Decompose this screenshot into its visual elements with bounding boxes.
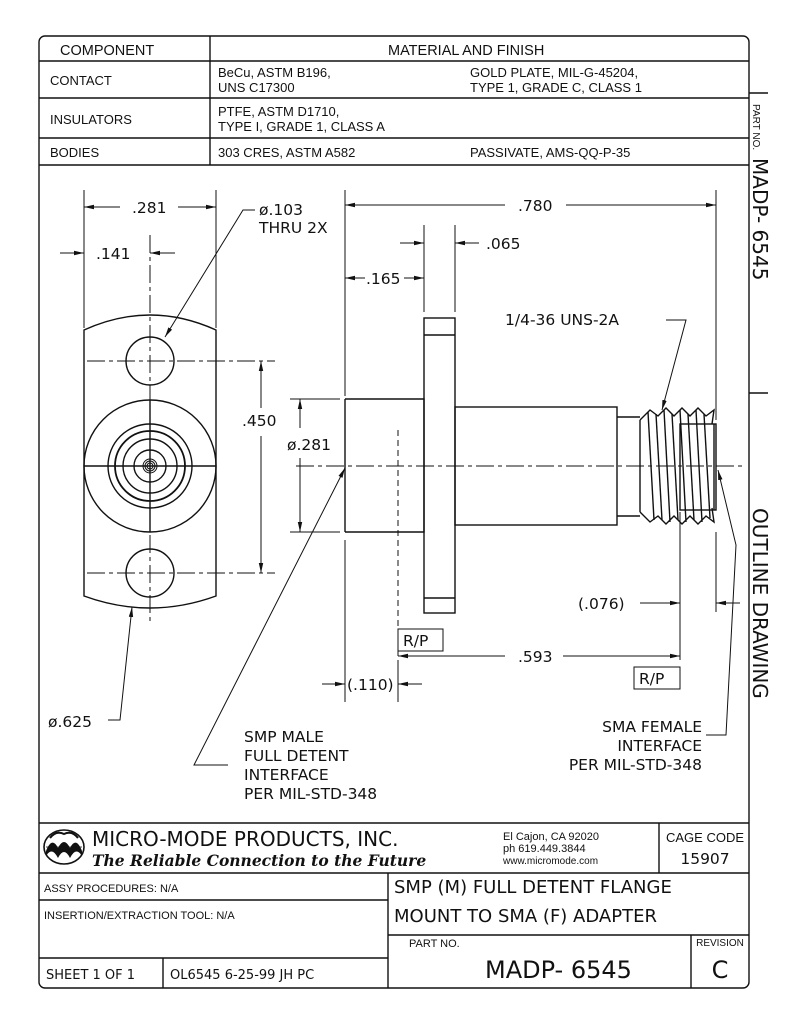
dim-hole-note: THRU 2X (258, 219, 328, 237)
side-part-no: MADP- 6545 (748, 158, 772, 280)
row-material-insulators-1: PTFE, ASTM D1710, (218, 104, 339, 119)
table-header-material-finish: MATERIAL AND FINISH (388, 43, 544, 59)
sma-note-line-1: SMA FEMALE (602, 718, 702, 736)
drawing-title-line-2: MOUNT TO SMA (F) ADAPTER (394, 906, 657, 927)
drawing-title-line-1: SMP (M) FULL DETENT FLANGE (394, 877, 672, 898)
company-website: www.micromode.com (502, 856, 598, 867)
dim-hole-spacing: .450 (242, 412, 277, 430)
row-finish-contact-1: GOLD PLATE, MIL-G-45204, (470, 65, 638, 80)
smp-note-line-2: FULL DETENT (244, 747, 349, 765)
company-name: MICRO-MODE PRODUCTS, INC. (92, 827, 398, 851)
materials-table: COMPONENT MATERIAL AND FINISH CONTACT Be… (39, 36, 749, 166)
side-drawing-type: OUTLINE DRAWING (748, 508, 772, 699)
sheet-number: SHEET 1 OF 1 (46, 968, 135, 983)
smp-interface-note: SMP MALE FULL DETENT INTERFACE PER MIL-S… (244, 728, 377, 803)
ref-plane-label-right: R/P (639, 670, 664, 688)
dim-thread-spec: 1/4-36 UNS-2A (505, 311, 619, 329)
dim-flange-thickness: .065 (486, 235, 521, 253)
thread-profile-bottom (639, 507, 715, 525)
title-part-no-label: PART NO. (409, 938, 460, 950)
smp-note-line-3: INTERFACE (244, 766, 329, 784)
sma-note-line-2: INTERFACE (617, 737, 702, 755)
side-view (296, 317, 742, 660)
dim-hole-offset: .141 (96, 245, 131, 263)
title-part-no: MADP- 6545 (485, 956, 632, 984)
table-header-component: COMPONENT (60, 43, 154, 59)
row-component-bodies: BODIES (50, 145, 99, 160)
dim-sma-ref: (.076) (578, 595, 625, 613)
company-address: El Cajon, CA 92020 (503, 831, 599, 843)
row-material-insulators-2: TYPE I, GRADE 1, CLASS A (218, 119, 385, 134)
dim-hole-dia: ø.103 (259, 201, 303, 219)
sma-note-line-3: PER MIL-STD-348 (569, 756, 702, 774)
company-tagline: The Reliable Connection to the Future (92, 851, 426, 870)
ref-plane-box-right (633, 666, 681, 690)
drawing-info: OL6545 6-25-99 JH PC (170, 968, 314, 983)
company-logo-icon (43, 829, 85, 865)
row-component-contact: CONTACT (50, 73, 112, 88)
front-view (83, 235, 275, 625)
side-view-dimensions: .780 .065 .165 1/4-36 UNS-2A ø.281 (.076… (193, 190, 740, 766)
ref-plane-label-left: R/P (403, 632, 428, 650)
row-finish-contact-2: TYPE 1, GRADE C, CLASS 1 (470, 80, 642, 95)
cage-code-label: CAGE CODE (666, 830, 744, 845)
front-view-dimensions: .281 .141 ø.103 THRU 2X .450 ø.625 (48, 190, 328, 731)
row-material-contact-1: BeCu, ASTM B196, (218, 65, 331, 80)
ref-plane-box-left (397, 628, 444, 652)
sma-interface-note: SMA FEMALE INTERFACE PER MIL-STD-348 (569, 718, 702, 774)
row-material-bodies: 303 CRES, ASTM A582 (218, 145, 355, 160)
sheet-border (38, 35, 750, 989)
cage-code: 15907 (680, 850, 729, 868)
dim-ref-length: .593 (518, 648, 553, 666)
row-material-contact-2: UNS C17300 (218, 80, 295, 95)
smp-note-line-4: PER MIL-STD-348 (244, 785, 377, 803)
side-part-no-label: PART NO. (750, 104, 761, 150)
row-finish-bodies: PASSIVATE, AMS-QQ-P-35 (470, 145, 630, 160)
assy-procedures: ASSY PROCEDURES: N/A (44, 883, 179, 895)
title-block: MICRO-MODE PRODUCTS, INC. The Reliable C… (39, 822, 749, 988)
dim-smp-ref: (.110) (347, 676, 394, 694)
dim-flange-dia: ø.625 (48, 713, 92, 731)
dim-body-dia: ø.281 (287, 436, 331, 454)
company-phone: ph 619.449.3844 (503, 843, 586, 855)
thread-profile-top (639, 407, 715, 425)
dim-overall-length: .780 (518, 197, 553, 215)
smp-note-line-1: SMP MALE (244, 728, 324, 746)
revision-value: C (712, 956, 729, 984)
side-strip: PART NO. MADP- 6545 OUTLINE DRAWING (748, 92, 772, 699)
insertion-extraction-tool: INSERTION/EXTRACTION TOOL: N/A (44, 910, 235, 922)
row-component-insulators: INSULATORS (50, 112, 132, 127)
dim-flange-width: .281 (132, 199, 167, 217)
revision-label: REVISION (696, 938, 744, 949)
dim-front-to-flange: .165 (366, 270, 401, 288)
